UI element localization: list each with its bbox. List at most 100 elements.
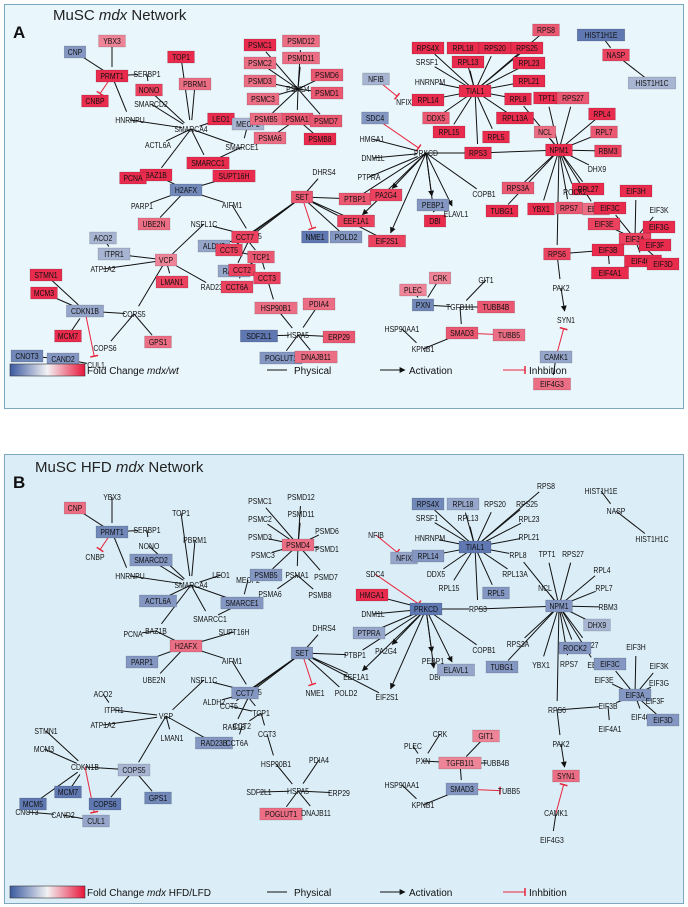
node-rpl13[interactable]: RPL13 (457, 514, 478, 524)
node-aifm1[interactable]: AIFM1 (222, 201, 242, 211)
node-leo1[interactable]: LEO1 (212, 571, 230, 581)
node-hsp90aa1[interactable]: HSP90AA1 (385, 325, 420, 335)
node-tcp1[interactable]: TCP1 (247, 250, 275, 264)
node-rpl13[interactable]: RPL13 (451, 55, 485, 69)
node-vcp[interactable]: VCP (154, 253, 178, 267)
node-erp29[interactable]: ERP29 (322, 330, 356, 344)
node-smad3[interactable]: SMAD3 (445, 782, 479, 796)
node-eif3f[interactable]: EIF3F (646, 697, 665, 707)
node-pbrm1[interactable]: PBRM1 (178, 77, 212, 91)
node-hist1h1e[interactable]: HIST1H1E (576, 28, 626, 42)
node-rps3[interactable]: RPS3 (469, 605, 487, 615)
node-rpl27[interactable]: RPL27 (571, 182, 605, 196)
node-psmb5[interactable]: PSMB5 (249, 568, 283, 582)
node-aldh2[interactable]: ALDH2 (203, 698, 225, 708)
node-rpl15[interactable]: RPL15 (432, 125, 466, 139)
node-eif3e[interactable]: EIF3E (587, 217, 621, 231)
node-pa2g4[interactable]: PA2G4 (369, 188, 403, 202)
node-ptbp1[interactable]: PTBP1 (338, 192, 372, 206)
node-psma6[interactable]: PSMA6 (253, 131, 287, 145)
node-cnot3[interactable]: CNOT3 (10, 349, 44, 363)
node-psmb5[interactable]: PSMB5 (249, 112, 283, 126)
node-ptpra[interactable]: PTPRA (358, 173, 381, 183)
node-nme1[interactable]: NME1 (305, 689, 324, 699)
node-smarcd2[interactable]: SMARCD2 (134, 100, 168, 110)
node-crk[interactable]: CRK (428, 271, 452, 285)
node-rps20[interactable]: RPS20 (484, 500, 506, 510)
node-camk1[interactable]: CAMK1 (539, 350, 573, 364)
node-itpr1[interactable]: ITPR1 (97, 247, 131, 261)
node-git1[interactable]: GIT1 (472, 729, 500, 743)
node-gps1[interactable]: GPS1 (144, 335, 172, 349)
node-hist1h1c[interactable]: HIST1H1C (635, 535, 669, 545)
node-vcp[interactable]: VCP (159, 712, 173, 722)
node-cops6[interactable]: COPS6 (93, 344, 116, 354)
node-sdc4[interactable]: SDC4 (361, 111, 389, 125)
node-tubb5[interactable]: TUBB5 (498, 787, 520, 797)
node-cnp[interactable]: CNP (63, 45, 87, 59)
node-tpt1[interactable]: TPT1 (533, 91, 561, 105)
node-itpr1[interactable]: ITPR1 (104, 706, 123, 716)
node-rpl21[interactable]: RPL21 (518, 533, 539, 543)
node-mcm3[interactable]: MCM3 (34, 745, 54, 755)
node-h2afx[interactable]: H2AFX (169, 639, 203, 653)
node-cand2[interactable]: CAND2 (46, 352, 80, 366)
node-psmc1[interactable]: PSMC1 (248, 497, 272, 507)
node-atp1a2[interactable]: ATP1A2 (90, 721, 115, 731)
node-srsf1[interactable]: SRSF1 (416, 514, 438, 524)
node-psmd11[interactable]: PSMD11 (287, 510, 314, 520)
node-atp1a2[interactable]: ATP1A2 (90, 265, 115, 275)
node-npm1[interactable]: NPM1 (545, 143, 573, 157)
node-pak2[interactable]: PAK2 (552, 740, 569, 750)
node-pbrm1[interactable]: PBRM1 (183, 536, 207, 546)
node-dhrs4[interactable]: DHRS4 (312, 624, 335, 634)
node-dbi[interactable]: DBI (429, 673, 440, 683)
node-cops6[interactable]: COPS6 (88, 797, 122, 811)
node-psmd3[interactable]: PSMD3 (248, 533, 272, 543)
node-hnrnpm[interactable]: HNRNPM (415, 534, 445, 544)
node-psmb8[interactable]: PSMB8 (308, 591, 331, 601)
node-cct6a[interactable]: CCT6A (220, 280, 254, 294)
node-rps25[interactable]: RPS25 (516, 500, 538, 510)
node-cct5[interactable]: CCT5 (220, 702, 238, 712)
node-cct6a[interactable]: CCT6A (226, 739, 249, 749)
node-dhx9[interactable]: DHX9 (588, 165, 606, 175)
node-psma1[interactable]: PSMA1 (285, 571, 308, 581)
node-rps3[interactable]: RPS3 (464, 146, 492, 160)
node-npm1[interactable]: NPM1 (545, 599, 573, 613)
node-cdkn1b[interactable]: CDKN1B (71, 763, 99, 773)
node-nono[interactable]: NONO (135, 83, 163, 97)
node-tpt1[interactable]: TPT1 (539, 550, 556, 560)
node-smarcc1[interactable]: SMARCC1 (186, 156, 230, 170)
node-hsp90aa1[interactable]: HSP90AA1 (385, 781, 420, 791)
node-ybx3[interactable]: YBX3 (98, 34, 126, 48)
node-baz1b[interactable]: BAZ1B (145, 627, 167, 637)
node-pak2[interactable]: PAK2 (552, 284, 569, 294)
node-hsp90b1[interactable]: HSP90B1 (261, 760, 291, 770)
node-eif2s1[interactable]: EIF2S1 (368, 234, 406, 248)
node-poglut1[interactable]: POGLUT1 (259, 807, 303, 821)
node-set[interactable]: SET (290, 646, 314, 660)
node-tgfb1i1[interactable]: TGFB1I1 (446, 303, 474, 313)
node-prmt1[interactable]: PRMT1 (95, 525, 129, 539)
node-dnajb11[interactable]: DNAJB11 (294, 350, 338, 364)
node-smarcc1[interactable]: SMARCC1 (193, 615, 227, 625)
node-cdkn1b[interactable]: CDKN1B (66, 304, 104, 318)
node-pa2g4[interactable]: PA2G4 (375, 647, 397, 657)
node-tubb5[interactable]: TUBB5 (492, 328, 526, 342)
node-eif4a1[interactable]: EIF4A1 (591, 266, 629, 280)
node-eif3d[interactable]: EIF3D (646, 257, 680, 271)
node-nfix[interactable]: NFIX (396, 98, 412, 108)
node-rbm3[interactable]: RBM3 (598, 603, 617, 613)
node-eif3h[interactable]: EIF3H (619, 184, 653, 198)
node-eef1a1[interactable]: EEF1A1 (337, 214, 375, 228)
node-cct5[interactable]: CCT5 (215, 243, 243, 257)
node-hmga1[interactable]: HMGA1 (360, 135, 384, 145)
node-eif4g3[interactable]: EIF4G3 (540, 836, 564, 846)
node-pebp1[interactable]: PEBP1 (422, 657, 444, 667)
node-gps1[interactable]: GPS1 (144, 791, 172, 805)
node-smarcd2[interactable]: SMARCD2 (129, 553, 173, 567)
node-prkcd[interactable]: PRKCD (409, 602, 443, 616)
node-rpl5[interactable]: RPL5 (482, 586, 510, 600)
node-actl6a[interactable]: ACTL6A (145, 141, 171, 151)
